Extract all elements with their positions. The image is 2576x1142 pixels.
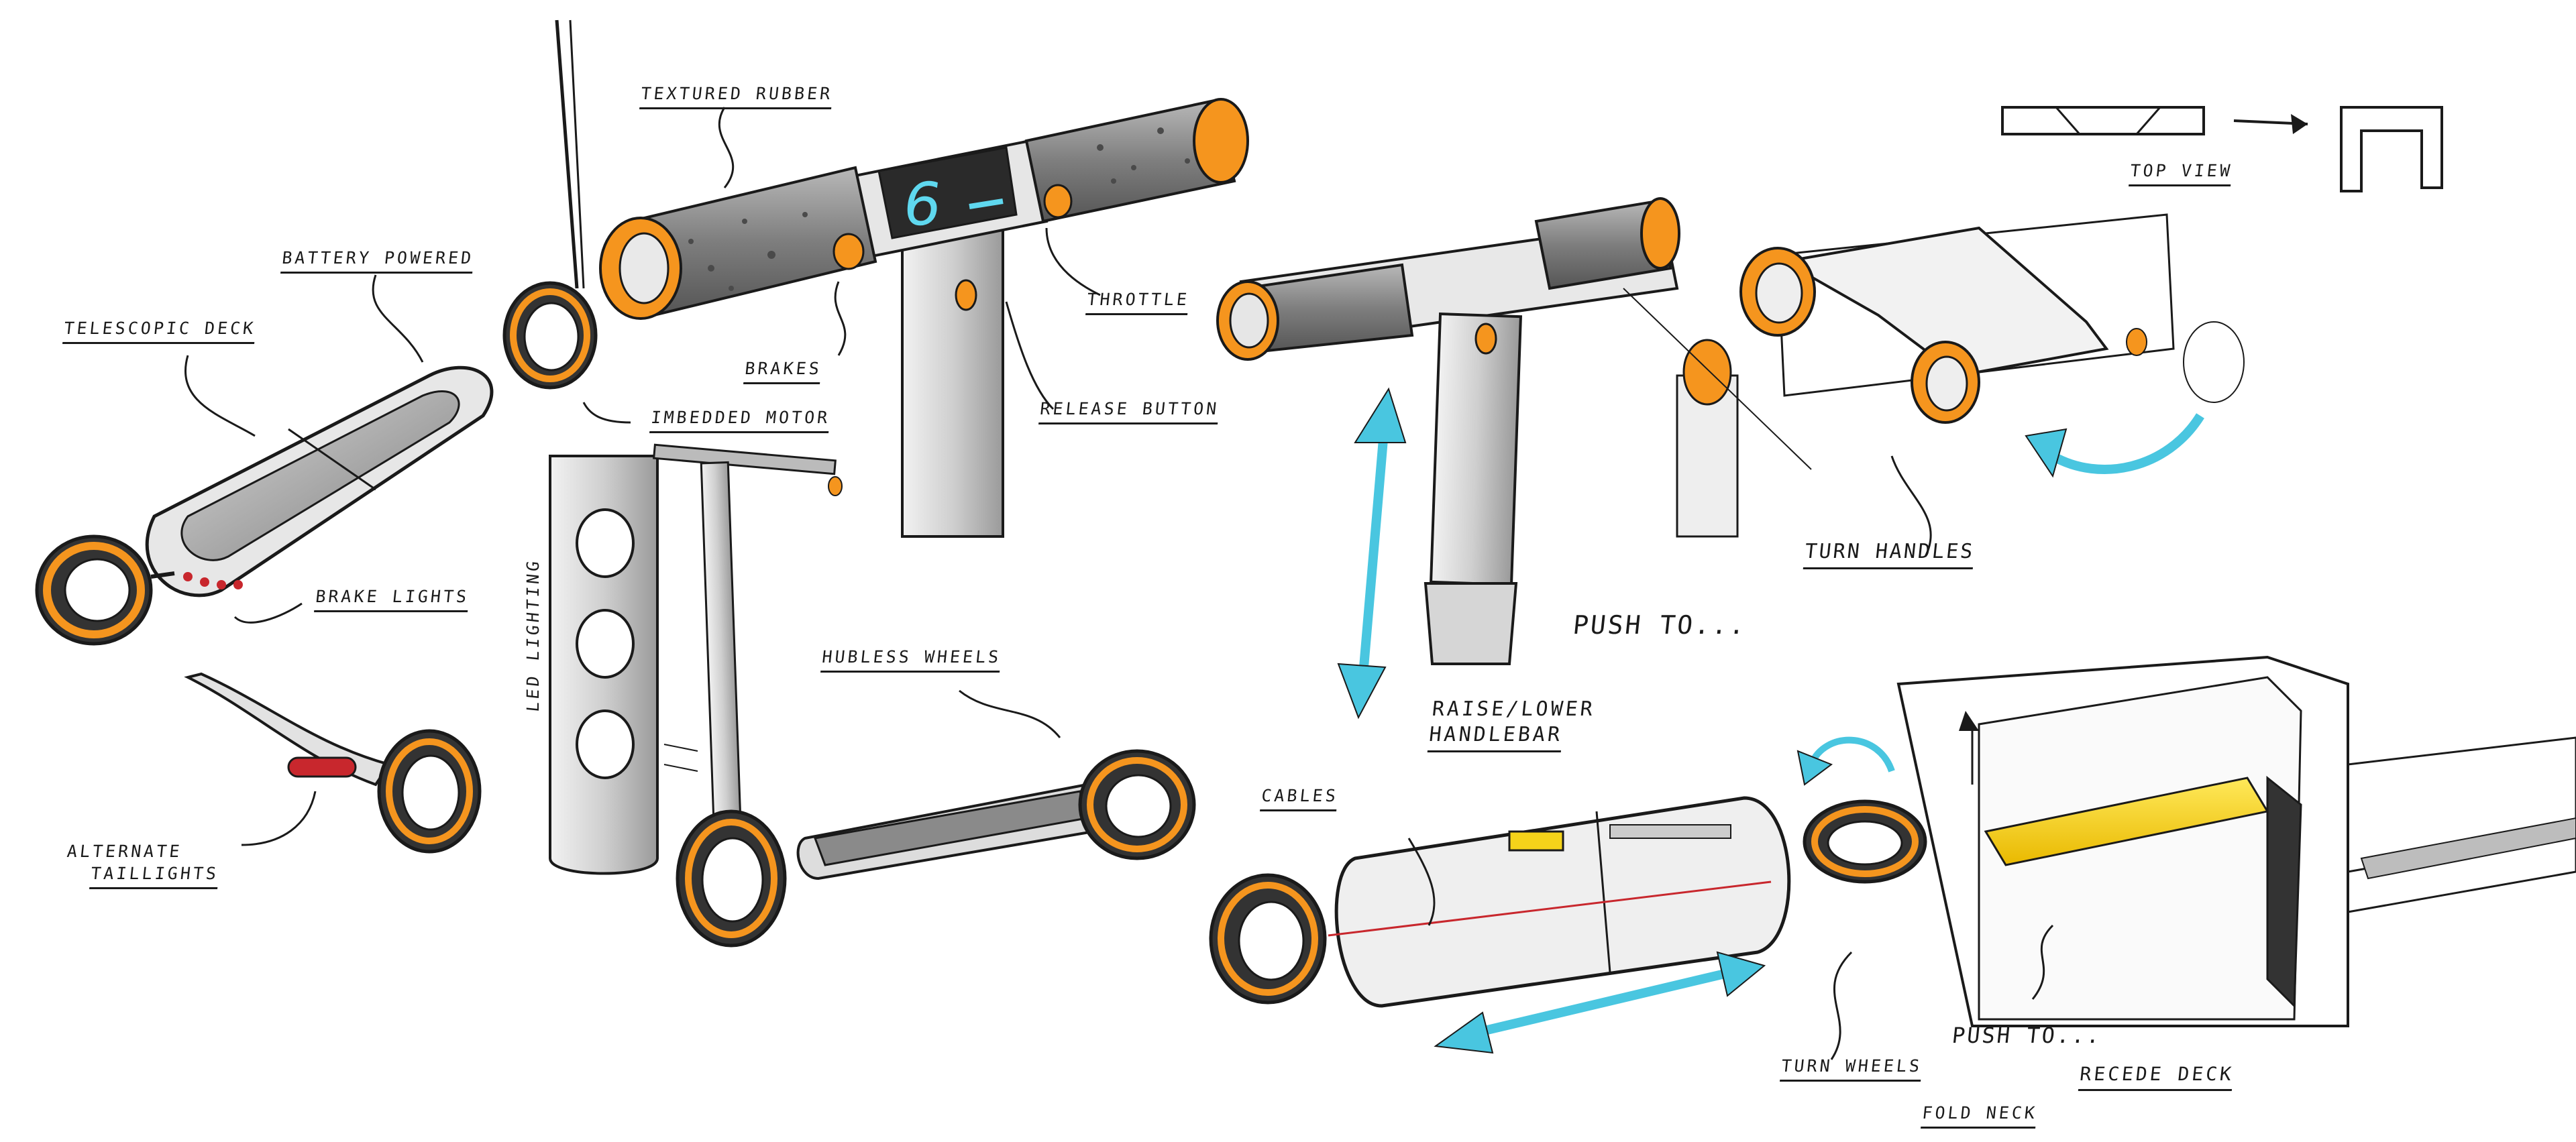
deck-grip [180, 390, 460, 561]
front-wheel [502, 281, 598, 390]
label-push-to-1: PUSH TO... [1571, 610, 1749, 640]
label-recede-deck: RECEDE DECK [2078, 1063, 2235, 1091]
throttle-button [1043, 184, 1073, 219]
label-textured-rubber: TEXTURED RUBBER [639, 84, 834, 109]
scooter-deck-sketch [35, 19, 631, 646]
handlebar-closeup: 6 [599, 98, 1249, 538]
led-post-sketch [549, 455, 698, 875]
push-cap [1682, 339, 1732, 406]
recede-arrow [1434, 951, 1766, 1054]
label-handlebar: HANDLEBAR [1427, 723, 1564, 752]
label-telescopic-deck: TELESCOPIC DECK [62, 319, 257, 344]
recede-deck-sketch [1896, 655, 2576, 1027]
label-top-view: TOP VIEW [2129, 161, 2234, 186]
label-taillights: TAILLIGHTS [89, 864, 220, 889]
led-ring-2 [576, 609, 635, 679]
rear-wheel [35, 534, 153, 646]
label-brake-lights: BRAKE LIGHTS [314, 587, 470, 612]
raise-lower-arrow [1337, 387, 1407, 720]
label-turn-handles: TURN HANDLES [1803, 540, 1976, 569]
label-fold-neck: FOLD NECK [1921, 1103, 2039, 1129]
brake-button [833, 233, 865, 270]
folded-deck-sketch [1209, 736, 1927, 1060]
speed-display [877, 146, 1018, 239]
led-ring-1 [576, 508, 635, 578]
led-ring-3 [576, 709, 635, 779]
full-scooter-sketch [653, 443, 1196, 948]
right-grip [1024, 98, 1249, 223]
handlebar-stem [901, 213, 1004, 538]
label-throttle: THROTTLE [1085, 290, 1191, 315]
brake-lights [183, 572, 243, 589]
raise-lower-sketch [1216, 197, 1812, 720]
label-battery-powered: BATTERY POWERED [280, 248, 475, 274]
release-button [955, 279, 977, 311]
top-view-diagram [2001, 106, 2443, 192]
turn-handles-sketch [1739, 213, 2245, 557]
label-cables: CABLES [1260, 786, 1340, 811]
label-hubless-wheels: HUBLESS WHEELS [820, 647, 1002, 673]
label-led-lighting: LED LIGHTING [523, 557, 543, 713]
label-imbedded-motor: IMBEDDED MOTOR [649, 408, 831, 433]
label-release-button: RELEASE BUTTON [1038, 399, 1220, 424]
rubber-texture [688, 127, 1190, 291]
turn-arrow [2050, 413, 2204, 474]
label-alternate: ALTERNATE [66, 842, 183, 861]
label-turn-wheels: TURN WHEELS [1780, 1056, 1923, 1082]
cable-line [1328, 880, 1772, 937]
left-grip [599, 166, 877, 320]
label-brakes: BRAKES [743, 359, 823, 384]
label-raise-lower: RAISE/LOWER [1431, 697, 1597, 721]
taillight-alt-sketch [184, 672, 482, 854]
label-push-to-2: PUSH TO... [1951, 1023, 2103, 1048]
